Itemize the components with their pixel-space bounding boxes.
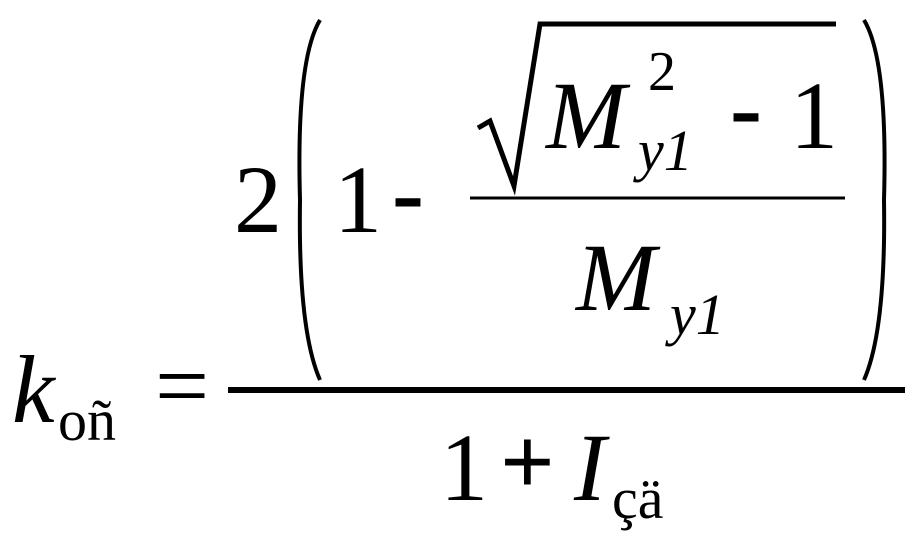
equals-sign: =	[155, 332, 210, 439]
numerator-coefficient: 2	[234, 146, 282, 253]
inner-num-superscript: 2	[648, 41, 676, 103]
denominator-one: 1	[440, 414, 488, 521]
inner-den-subscript: y1	[670, 282, 725, 347]
inner-num-minus: -	[730, 54, 762, 161]
denominator-subscript: çä	[612, 466, 664, 531]
inner-num-base: M	[546, 62, 626, 169]
denominator-symbol: I	[574, 414, 606, 521]
inner-num-one: 1	[790, 62, 838, 169]
inner-den-base: M	[576, 224, 656, 331]
inner-num-subscript: y1	[638, 118, 693, 183]
radical-sign	[476, 21, 836, 196]
lhs-symbol: k	[12, 336, 55, 443]
left-parenthesis	[297, 18, 322, 381]
right-parenthesis	[862, 18, 887, 381]
numerator-one: 1	[334, 146, 382, 253]
numerator-minus: -	[392, 139, 424, 246]
denominator-plus: +	[500, 408, 555, 515]
lhs-subscript: oñ	[58, 388, 116, 453]
